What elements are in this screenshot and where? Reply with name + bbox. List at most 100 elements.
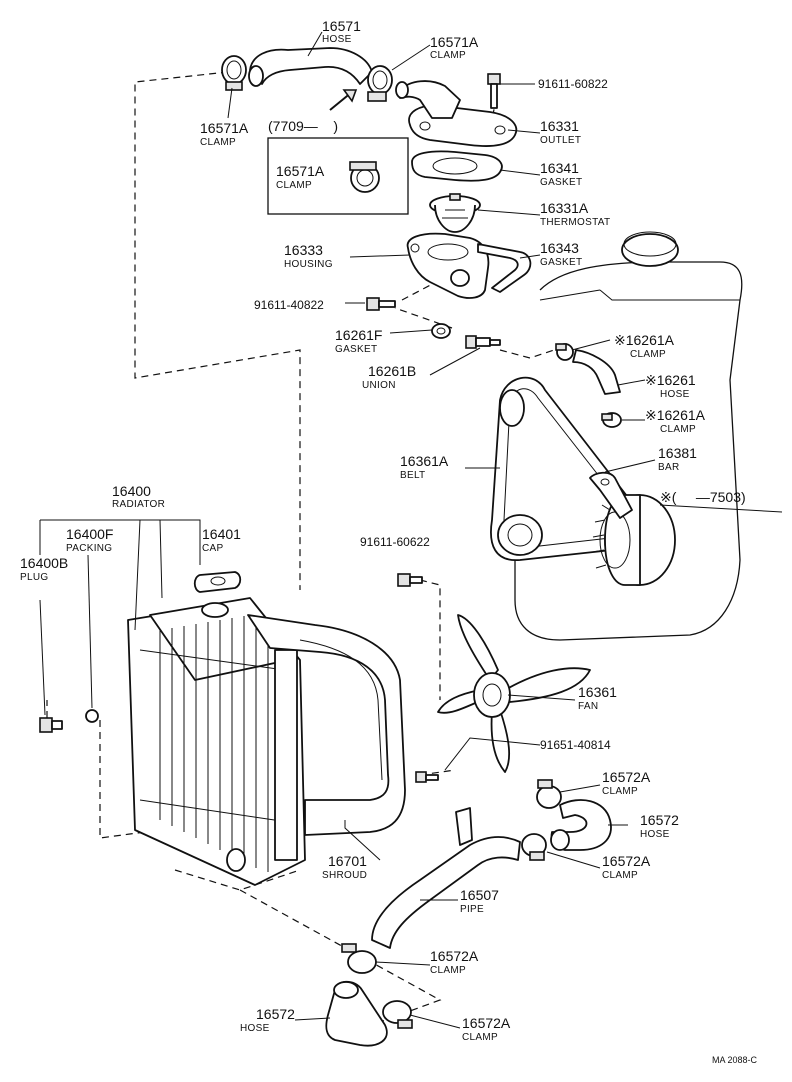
- date-range-note: (7709— ): [268, 118, 338, 134]
- label-91611-60622: 91611-60622: [360, 535, 430, 549]
- label-91611-60822: 91611-60822: [538, 77, 608, 91]
- label-16400f-name: PACKING: [66, 543, 112, 554]
- label-16701-number: 16701: [328, 853, 367, 869]
- alt-note: ※( —7503): [660, 489, 746, 505]
- label-16341-name: GASKET: [540, 177, 582, 188]
- label-16572a-2-number: 16572A: [602, 853, 651, 869]
- label-16400f-number: 16400F: [66, 526, 113, 542]
- thermostat-housing-16333: [406, 232, 490, 299]
- label-16701-name: SHROUD: [322, 870, 367, 881]
- alternator: [592, 494, 676, 586]
- label-16400-number: 16400: [112, 483, 151, 499]
- label-16571a-right-number: 16571A: [430, 34, 479, 50]
- label-16571a-left-number: 16571A: [200, 120, 249, 136]
- clamp-16571a-left: [221, 55, 247, 91]
- clamp-16261a-top: [555, 343, 574, 361]
- bypass-hose-16261: [572, 349, 621, 395]
- clamp-16572a-4: [382, 1000, 413, 1029]
- label-91651-40814: 91651-40814: [540, 738, 611, 752]
- label-16571a-box-name: CLAMP: [276, 180, 312, 191]
- adjusting-bar-16381: [589, 471, 633, 519]
- label-16571-name: HOSE: [322, 34, 352, 45]
- install-arrow-head: [342, 89, 358, 103]
- hose-16572-right: [550, 799, 612, 851]
- label-16361a-number: 16361A: [400, 453, 449, 469]
- label-16572a-4-number: 16572A: [462, 1015, 511, 1031]
- label-16572a-1-name: CLAMP: [602, 786, 638, 797]
- label-16401-name: CAP: [202, 543, 223, 554]
- label-16333-number: 16333: [284, 242, 323, 258]
- label-16261a-bottom-name: CLAMP: [660, 424, 696, 435]
- label-16572-left-name: HOSE: [240, 1023, 270, 1034]
- label-16400b-number: 16400B: [20, 555, 68, 571]
- label-16572a-3-name: CLAMP: [430, 965, 466, 976]
- footer-code: MA 2088-C: [712, 1055, 758, 1065]
- label-16571a-box-number: 16571A: [276, 163, 325, 179]
- thermostat-16331a: [429, 193, 481, 233]
- clamp-16261a-bottom: [601, 412, 622, 428]
- clamp-16572a-3: [341, 943, 377, 974]
- engine-block-outline: [514, 231, 743, 641]
- label-16331a-name: THERMOSTAT: [540, 217, 610, 228]
- radiator-cap-16401: [193, 571, 242, 593]
- label-16400b-name: PLUG: [20, 572, 48, 583]
- radiator-16400: [127, 597, 306, 886]
- label-16571a-right-name: CLAMP: [430, 50, 466, 61]
- bolt-91611-60622: [397, 573, 423, 587]
- part-labels: 16571 HOSE 16571A CLAMP 91611-60822 1657…: [20, 18, 758, 1065]
- gasket-16261f: [431, 323, 451, 339]
- bolt-91651-40814: [415, 771, 439, 783]
- fan-shroud-16701: [247, 614, 406, 836]
- label-16572-right-name: HOSE: [640, 829, 670, 840]
- label-16572-right-number: 16572: [640, 812, 679, 828]
- label-16401-number: 16401: [202, 526, 241, 542]
- bolt-91611-60822: [487, 73, 501, 109]
- label-16261b-number: 16261B: [368, 363, 416, 379]
- label-16261f-name: GASKET: [335, 344, 377, 355]
- upper-hose-16571: [248, 47, 373, 87]
- label-16572a-4-name: CLAMP: [462, 1032, 498, 1043]
- gasket-16341: [411, 150, 503, 182]
- label-16507-number: 16507: [460, 887, 499, 903]
- label-16381-name: BAR: [658, 462, 679, 473]
- label-16381-number: 16381: [658, 445, 697, 461]
- label-16261a-top-name: CLAMP: [630, 349, 666, 360]
- label-16572a-2-name: CLAMP: [602, 870, 638, 881]
- clamp-16571a-right: [367, 65, 393, 102]
- label-16261-name: HOSE: [660, 389, 690, 400]
- clamp-16572a-2: [521, 833, 547, 861]
- label-16331a-number: 16331A: [540, 200, 589, 216]
- clamp-16572a-1: [536, 779, 562, 809]
- union-16261b: [465, 335, 501, 349]
- drain-plug-16400b: [39, 717, 63, 733]
- label-16572a-1-number: 16572A: [602, 769, 651, 785]
- label-16341-number: 16341: [540, 160, 579, 176]
- label-16261-number: ※16261: [645, 372, 696, 388]
- label-16343-name: GASKET: [540, 257, 582, 268]
- water-pipe-16507: [371, 807, 521, 949]
- label-91611-40822: 91611-40822: [254, 298, 324, 312]
- label-16571-number: 16571: [322, 18, 361, 34]
- bolt-91611-40822: [366, 297, 396, 311]
- label-16261a-bottom-number: ※16261A: [645, 407, 706, 423]
- label-16331-number: 16331: [540, 118, 579, 134]
- label-16261a-top-number: ※16261A: [614, 332, 675, 348]
- label-16572-left-number: 16572: [256, 1006, 295, 1022]
- label-16507-name: PIPE: [460, 904, 484, 915]
- hose-16572-left: [325, 980, 388, 1047]
- leader-lines: [39, 31, 783, 1029]
- label-16261b-name: UNION: [362, 380, 396, 391]
- label-16361-name: FAN: [578, 701, 598, 712]
- water-outlet-16331: [395, 80, 518, 148]
- date-range-box: [267, 137, 409, 215]
- label-16361a-name: BELT: [400, 470, 425, 481]
- packing-16400f: [85, 709, 99, 723]
- label-16261f-number: 16261F: [335, 327, 382, 343]
- label-16333-name: HOUSING: [284, 259, 333, 270]
- label-16400-name: RADIATOR: [112, 499, 165, 510]
- label-16343-number: 16343: [540, 240, 579, 256]
- label-16572a-3-number: 16572A: [430, 948, 479, 964]
- label-16571a-left-name: CLAMP: [200, 137, 236, 148]
- label-16361-number: 16361: [578, 684, 617, 700]
